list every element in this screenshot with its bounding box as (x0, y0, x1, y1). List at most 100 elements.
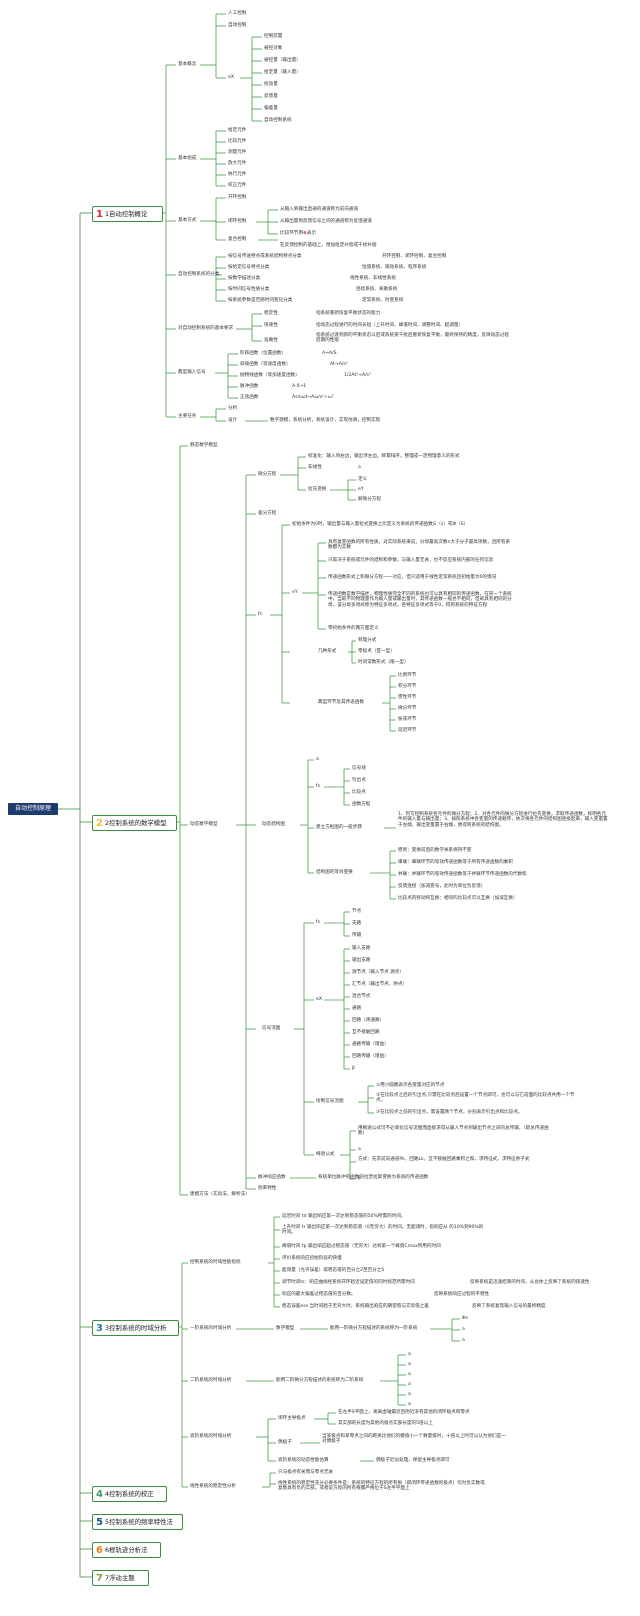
t1-req-2[interactable]: 准确性 (264, 338, 278, 343)
t1-mode[interactable]: 基本方式 (178, 218, 197, 223)
t3-high-0[interactable]: 闭环主导极点 (278, 1416, 306, 1421)
t3-secondr-0[interactable]: a (408, 1352, 411, 1357)
t2-sfg[interactable]: 信号流图 (262, 1026, 281, 1031)
t2-impulse[interactable]: 脉冲响应函数 (258, 1175, 286, 1180)
t1-ex-6[interactable]: 偏差量 (264, 106, 278, 111)
t1-sig-4[interactable]: 正弦函数 (240, 395, 259, 400)
t1-cls-3[interactable]: 按时间信号性质分类 (228, 287, 270, 292)
t1-sigv-4[interactable]: Asinωt→Aω/s²+ω² (292, 395, 334, 400)
t1-ex-2[interactable]: 被控量（输出量） (264, 58, 301, 63)
t2-equiv-4[interactable]: 比较点的移动和互换：相邻的比较点可以互换（加减互换） (398, 896, 518, 901)
root-topic[interactable]: 自动控制原理 (8, 803, 58, 815)
t3-firstr-2[interactable]: a (462, 1338, 465, 1343)
t2-ey-2[interactable]: 传递函数形式上和微分方程一一对应，但只适用于线性定常系统且初始量为0的情况 (328, 575, 497, 580)
t3-high-2[interactable]: 高阶系统的动态性能估算 (278, 1458, 329, 1463)
t3-secondr-1[interactable]: a (408, 1362, 411, 1367)
t1-compound[interactable]: 复合控制 (228, 237, 247, 242)
t2-draw[interactable]: 绘制信号流图 (316, 1099, 344, 1104)
t2-draw-0[interactable]: ①用小圆圈表示各变量对应的节点 (376, 1083, 445, 1088)
t1-comp-2[interactable]: 测量元件 (228, 150, 247, 155)
t1-ex-7[interactable]: 自动控制系统 (264, 118, 292, 123)
t1-comp-4[interactable]: 执行元件 (228, 172, 247, 177)
t2-typ-1[interactable]: 积分环节 (398, 684, 417, 689)
t2-impulse-text[interactable]: 系统单位脉冲的函数的拉普拉斯变换为系统的传递函数 (318, 1175, 429, 1180)
t1-reqv-2[interactable]: 指系统过渡到新的平衡状态以后或系统受干扰后重新恢复平衡，最终保持的精度，反映动态… (316, 333, 509, 344)
t1-basic[interactable]: 基本概念 (178, 62, 197, 67)
t2-typ-0[interactable]: 比例环节 (398, 673, 417, 678)
t2-typ-5[interactable]: 延迟环节 (398, 728, 417, 733)
t1-clsv-1[interactable]: 恒值系统、随动系统、程序系统 (362, 265, 427, 270)
t1-comp-1[interactable]: 比较元件 (228, 139, 247, 144)
t1-closed[interactable]: 闭环控制 (228, 219, 247, 224)
t2-bd-fs-1[interactable]: 引出点 (352, 778, 366, 783)
t3-perf-4[interactable]: 超调量（允许误差）取稳态值的百分之2至百分之5 (282, 1268, 385, 1273)
t1-closed-1[interactable]: 从输出量到反馈信号之间的通道称为反馈通道 (280, 219, 372, 224)
t2-ey[interactable]: eY (292, 590, 298, 595)
t1-clsv-0[interactable]: 开环控制、闭环控制、复合控制 (382, 254, 447, 259)
t1-ex-3[interactable]: 给定量（输入量） (264, 70, 301, 75)
t3-perf-7[interactable]: 稳态误差ess 当时间趋于无穷大时，系统输出响应的期望值与实际值之差 (282, 1304, 429, 1309)
t3-perf-3[interactable]: 评价系统响应初始阶段的快慢 (282, 1256, 342, 1261)
t1-cls-4[interactable]: 按系统参数是否随时间变化分类 (228, 298, 293, 303)
t3-secondr-2[interactable]: a (408, 1372, 411, 1377)
t3-stab-0[interactable]: 只与极点有关而与零点无关 (278, 1470, 334, 1475)
t3-perfr-1[interactable]: 反映系统响应过程的平稳性 (434, 1292, 490, 1297)
t1-ex[interactable]: eX (228, 75, 234, 80)
t2-dynamic[interactable]: 动态数学模型 (190, 822, 218, 827)
t1-sig-2[interactable]: 抛物线函数（等加速度函数） (240, 373, 300, 378)
t3-highv-3[interactable]: 偶极子近似处理，保留主导极点即可 (376, 1458, 450, 1463)
t2-lap-0[interactable]: 定义 (358, 477, 368, 482)
t1-sig-3[interactable]: 脉冲函数 (240, 384, 259, 389)
t2-geo[interactable]: 几种形式 (318, 649, 337, 654)
t2-method[interactable]: 建模方法（实验法，解析法） (190, 1192, 250, 1197)
t2-sfg-ex-10[interactable]: β (352, 1066, 355, 1071)
t1-comp-0[interactable]: 给定元件 (228, 128, 247, 133)
t1-reqv-1[interactable]: 指动态过程进行的时间长短（上升时间、峰值时间、调整时间、超调量） (316, 323, 464, 328)
t2-equiv-3[interactable]: 反馈连接（加减变号，此时为单位负反馈） (398, 884, 486, 889)
t2-sfg-ex[interactable]: eX (316, 997, 322, 1002)
t2-geo-2[interactable]: 时间常数形式（尾一型） (358, 660, 409, 665)
t2-typ-2[interactable]: 惯性环节 (398, 695, 417, 700)
t2-build[interactable]: 建立方框图的一般步骤 (316, 825, 362, 830)
t3-perf[interactable]: 控制系统的时域性能指标 (190, 1260, 241, 1265)
t2-bd-fs-3[interactable]: 函数方框 (352, 802, 371, 807)
t2-equiv[interactable]: 结构图的等效变换 (316, 870, 353, 875)
t3-secondr-5[interactable]: a (408, 1402, 411, 1407)
t3-first-model[interactable]: 数学模型 (276, 1326, 295, 1331)
t2-sfg-fs-1[interactable]: 支路 (352, 921, 362, 926)
t1-ex-4[interactable]: 扰动量 (264, 82, 278, 87)
t1-clsv-2[interactable]: 线性系统、非线性系统 (350, 276, 396, 281)
t2-bd[interactable]: 动态结构图 (262, 822, 285, 827)
t3-perf-2[interactable]: 峰值时间 tp 输出响应超过稳态值（无穷大）达到第一个峰值Cmax所用的时间 (282, 1244, 441, 1249)
t2-ey-4[interactable]: 零初始条件的两方面定义 (328, 626, 379, 631)
t1-req-1[interactable]: 快速性 (264, 323, 278, 328)
t3-perf-0[interactable]: 延迟时间 td 输出响应第一次达到稳态值的50%所需的时间。 (282, 1214, 406, 1219)
t1-reqv-0[interactable]: 指系统重新恢复平衡状态的能力 (316, 311, 381, 316)
t1-sigv-0[interactable]: A→A/S (322, 351, 337, 356)
t2-build-text[interactable]: 1、列写控制系统各元件的微分方程；2、对各元件的微分方程进行拉氏变换，求取传递函… (398, 812, 608, 828)
t3-first[interactable]: 一阶系统的时域分析 (190, 1326, 232, 1331)
t2-bd-fs[interactable]: fs (316, 784, 321, 789)
t3-perf-1[interactable]: 上升时间 tr 输出响应第一次达到稳态值（0无穷大）的时间。无超调时，指响应从 … (282, 1225, 484, 1236)
t1-ai[interactable]: 人工控制 (228, 11, 247, 16)
t1-ex-0[interactable]: 控制装置 (264, 34, 283, 39)
t2-sfg-ex-1[interactable]: 输出支路 (352, 958, 371, 963)
t3-high[interactable]: 高阶系统的时域分析 (190, 1434, 232, 1439)
t3-high-1[interactable]: 偶极子 (278, 1440, 292, 1445)
t2-mason[interactable]: 梅逊公式 (316, 1152, 335, 1157)
t1-cls[interactable]: 自动控制系统的分类 (178, 272, 220, 277)
t2-equiv-0[interactable]: 原则：变换前后的数学关系保持不变 (398, 848, 472, 853)
t3-stab[interactable]: 线性系统的稳定性分析 (190, 1484, 236, 1489)
t1-analysis[interactable]: 分析 (228, 406, 238, 411)
t3-perfr-2[interactable]: 反映了系统复现输入信号的最终精度 (472, 1304, 546, 1309)
t3-secondr-4[interactable]: a (408, 1392, 411, 1397)
t1-sigv-2[interactable]: 1/2At²→A/s³ (344, 373, 371, 378)
t1-sigv-1[interactable]: At→A/s² (330, 362, 348, 367)
t1-closed-2[interactable]: 比较环节用⊗表示 (280, 231, 316, 236)
t1-design-text[interactable]: 数学建模，系统分析，系统设计，实现仿真，控制实现 (270, 418, 381, 423)
t1-sig[interactable]: 典型输入信号 (178, 370, 206, 375)
t1-sigv-3[interactable]: A·δ→1 (292, 384, 307, 389)
t2-sfg-ex-4[interactable]: 混合节点 (352, 994, 371, 999)
t2-sfg-ex-8[interactable]: 通路传输（增益） (352, 1042, 389, 1047)
